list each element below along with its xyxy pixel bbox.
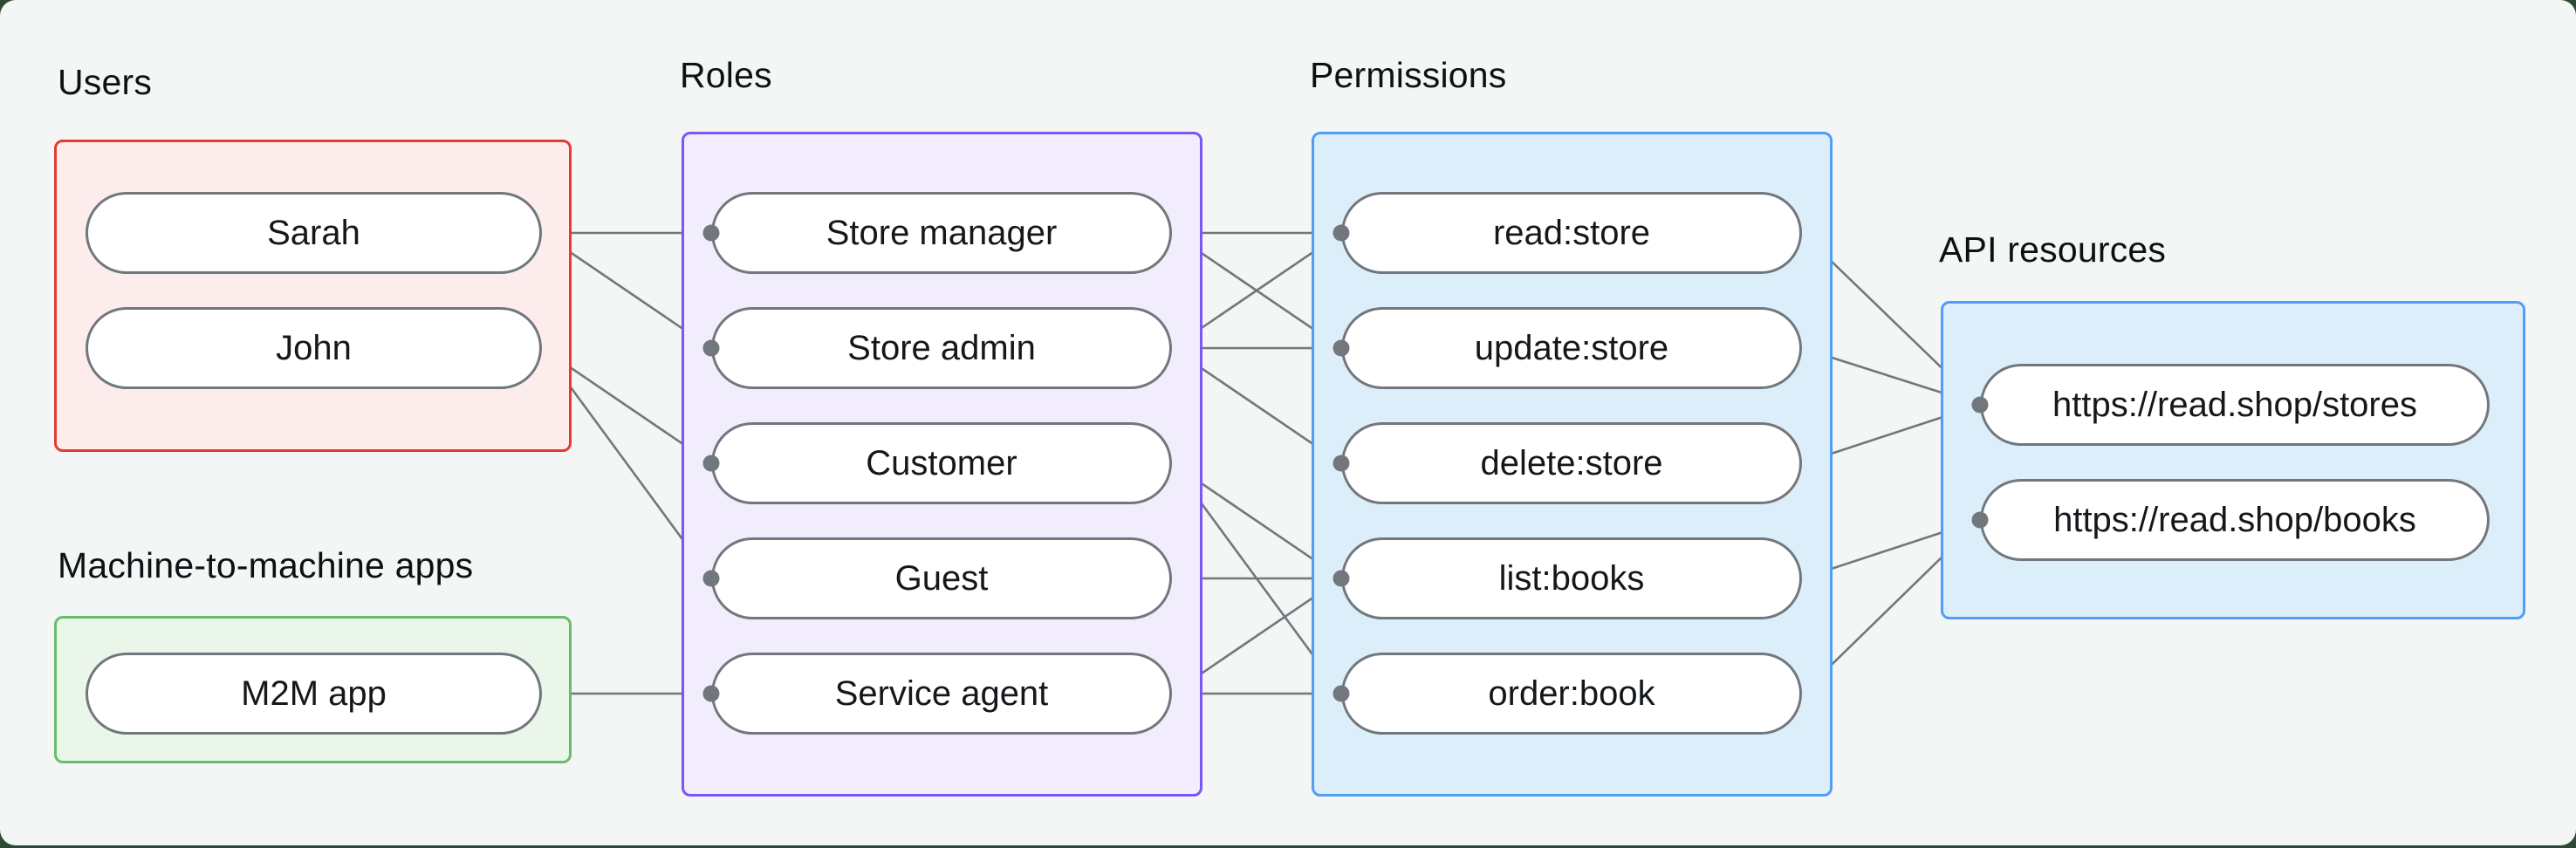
node-john: John [86,307,542,389]
group-permissions-label: Permissions [1310,55,1507,95]
node-read-store: read:store [1341,192,1802,274]
node-order-book: order:book [1341,653,1802,735]
node-store-admin: Store admin [711,307,1172,389]
node-m2m-app: M2M app [86,653,542,735]
group-api-box [1941,301,2525,619]
group-users-label: Users [58,62,153,102]
node-delete-store: delete:store [1341,422,1802,504]
group-m2m-label: Machine-to-machine apps [58,545,474,585]
group-users-box [54,140,572,452]
node-sarah: Sarah [86,192,542,274]
node-update-store: update:store [1341,307,1802,389]
node-books: https://read.shop/books [1980,479,2490,561]
node-service-agent: Service agent [711,653,1172,735]
group-api-label: API resources [1939,229,2167,270]
node-customer: Customer [711,422,1172,504]
node-guest: Guest [711,537,1172,619]
group-roles-label: Roles [680,55,772,95]
node-list-books: list:books [1341,537,1802,619]
node-store-manager: Store manager [711,192,1172,274]
node-stores: https://read.shop/stores [1980,364,2490,446]
